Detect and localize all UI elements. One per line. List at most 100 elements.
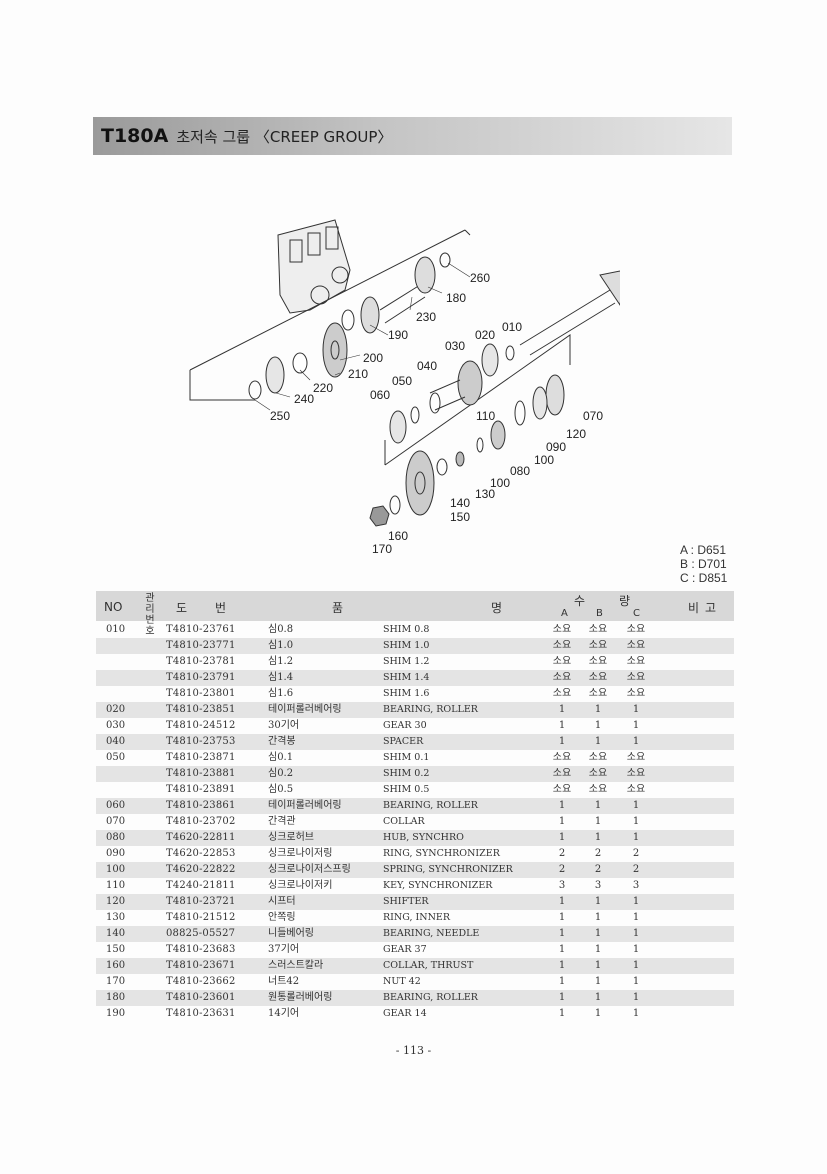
cell-qty-a: 3 xyxy=(558,880,566,891)
cell-name-korean: 심1.4 xyxy=(268,672,294,683)
cell-qty-b: 3 xyxy=(594,880,602,891)
cell-qty-a: 1 xyxy=(558,944,566,955)
callout-230: 230 xyxy=(416,310,436,324)
cell-qty-b: 1 xyxy=(594,992,602,1003)
cell-qty-c: 소요 xyxy=(626,784,646,795)
cell-name-english: COLLAR, THRUST xyxy=(383,960,474,971)
page-number: - 113 - xyxy=(395,1044,432,1057)
header-ryang: 량 xyxy=(618,594,630,608)
cell-qty-a: 소요 xyxy=(552,768,572,779)
callout-160: 160 xyxy=(388,529,408,543)
cell-qty-a: 소요 xyxy=(552,752,572,763)
legend-c: C : D851 xyxy=(680,571,728,585)
cell-qty-c: 소요 xyxy=(626,656,646,667)
callout-220: 220 xyxy=(313,381,333,395)
cell-name-korean: 간격봉 xyxy=(268,736,296,747)
cell-qty-c: 1 xyxy=(632,800,640,811)
cell-qty-b: 소요 xyxy=(588,624,608,635)
cell-name-korean: 37기어 xyxy=(268,944,300,955)
cell-qty-c: 소요 xyxy=(626,752,646,763)
cell-name-english: SHIFTER xyxy=(383,896,429,907)
cell-name-english: SHIM 1.6 xyxy=(383,688,430,699)
section-title-bar: T180A 초저속 그룹 〈CREEP GROUP〉 xyxy=(93,117,732,155)
header-dobeon: 도번 xyxy=(176,601,255,615)
cell-name-english: BEARING, ROLLER xyxy=(383,800,478,811)
cell-qty-c: 1 xyxy=(632,992,640,1003)
callout-140: 140 xyxy=(450,496,470,510)
cell-part-number: T4810-21512 xyxy=(166,912,236,923)
header-c: C xyxy=(633,608,640,619)
cell-qty-b: 2 xyxy=(594,848,602,859)
cell-part-number: T4810-23671 xyxy=(166,960,236,971)
cell-name-english: RING, INNER xyxy=(383,912,450,923)
cell-part-number: T4810-23631 xyxy=(166,1008,236,1019)
cell-part-number: T4810-23801 xyxy=(166,688,236,699)
legend-a: A : D651 xyxy=(680,543,727,557)
callout-100-lower: 100 xyxy=(490,476,510,490)
cell-part-number: T4620-22822 xyxy=(166,864,236,875)
callout-240: 240 xyxy=(294,392,314,406)
cell-name-english: SHIM 0.1 xyxy=(383,752,430,763)
cell-qty-a: 1 xyxy=(558,816,566,827)
cell-no: 080 xyxy=(106,832,126,843)
cell-name-korean: 싱크로나이저스프링 xyxy=(268,864,351,875)
header-gwanri: 관리번호 xyxy=(145,593,155,637)
cell-qty-c: 1 xyxy=(632,816,640,827)
cell-name-english: SHIM 1.4 xyxy=(383,672,430,683)
cell-no: 180 xyxy=(106,992,126,1003)
cell-qty-b: 소요 xyxy=(588,656,608,667)
cell-qty-b: 1 xyxy=(594,896,602,907)
cell-no: 170 xyxy=(106,976,126,987)
cell-name-korean: 심0.1 xyxy=(268,752,294,763)
cell-qty-b: 1 xyxy=(594,960,602,971)
cell-part-number: T4810-23683 xyxy=(166,944,236,955)
cell-qty-b: 소요 xyxy=(588,672,608,683)
cell-qty-b: 1 xyxy=(594,736,602,747)
callout-130: 130 xyxy=(475,487,495,501)
cell-no: 190 xyxy=(106,1008,126,1019)
cell-name-korean: 너트42 xyxy=(268,976,300,987)
cell-name-korean: 니들베어링 xyxy=(268,928,314,939)
model-legend: A : D651 B : D701 C : D851 xyxy=(680,543,740,585)
cell-name-english: SHIM 1.0 xyxy=(383,640,430,651)
cell-qty-c: 소요 xyxy=(626,640,646,651)
cell-part-number: T4810-23753 xyxy=(166,736,236,747)
cell-qty-b: 1 xyxy=(594,720,602,731)
cell-qty-a: 1 xyxy=(558,992,566,1003)
cell-name-korean: 싱크로허브 xyxy=(268,832,314,843)
cell-no: 050 xyxy=(106,752,126,763)
cell-qty-b: 1 xyxy=(594,1008,602,1019)
cell-name-korean: 심1.2 xyxy=(268,656,294,667)
header-bigo: 비고 xyxy=(688,601,723,615)
cell-name-korean: 스러스트칼라 xyxy=(268,960,324,971)
cell-name-english: SHIM 1.2 xyxy=(383,656,430,667)
cell-qty-a: 소요 xyxy=(552,640,572,651)
cell-qty-c: 1 xyxy=(632,928,640,939)
cell-qty-a: 1 xyxy=(558,800,566,811)
cell-no: 030 xyxy=(106,720,126,731)
cell-no: 100 xyxy=(106,864,126,875)
cell-name-korean: 30기어 xyxy=(268,720,300,731)
cell-part-number: T4810-23851 xyxy=(166,704,236,715)
cell-part-number: T4810-23781 xyxy=(166,656,236,667)
header-pummyeong: 품 명 xyxy=(332,599,502,616)
callout-030: 030 xyxy=(445,339,465,353)
callout-060: 060 xyxy=(370,388,390,402)
callout-090: 090 xyxy=(546,440,566,454)
exploded-view-drawing: 260 180 230 190 010 020 030 040 200 210 … xyxy=(189,219,626,556)
cell-no: 120 xyxy=(106,896,126,907)
cell-qty-a: 소요 xyxy=(552,672,572,683)
cell-part-number: T4810-23791 xyxy=(166,672,236,683)
cell-part-number: T4810-24512 xyxy=(166,720,236,731)
